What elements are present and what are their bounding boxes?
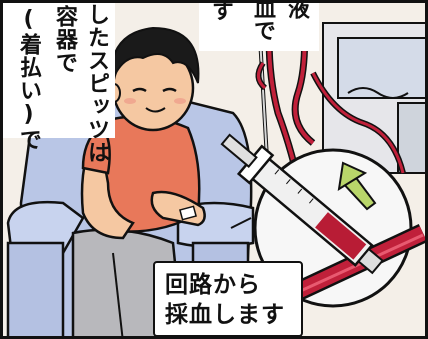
narration-left-col-3: (着払い)で	[16, 7, 41, 151]
speech-bubble: 回路から 採血します	[153, 261, 303, 336]
narration-box-left	[3, 3, 115, 138]
boy-head	[107, 26, 200, 132]
speech-line-1: 回路から	[165, 272, 261, 298]
narration-top-col-1: 液	[284, 0, 309, 19]
narration-box-top	[199, 3, 319, 51]
narration-left-col-2: 容器で	[52, 5, 77, 74]
dialysis-machine	[322, 22, 425, 174]
narration-top-col-3: す	[208, 0, 233, 21]
narration-top-col-2: 血で	[250, 0, 275, 41]
speech-line-2: 採血します	[165, 302, 285, 328]
narration-left-col-1: したスピッツは	[84, 3, 109, 164]
syringe-closeup	[220, 133, 425, 313]
